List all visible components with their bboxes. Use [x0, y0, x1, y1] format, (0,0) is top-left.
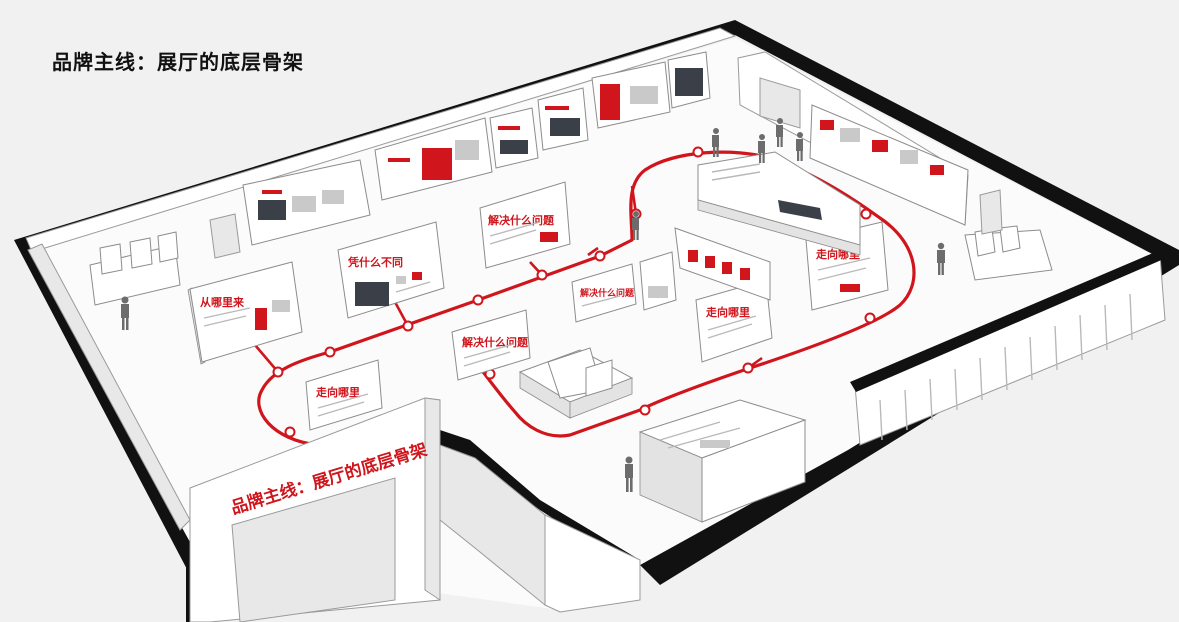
right-wall-top: [850, 250, 1166, 392]
panel-what-different-title: 凭什么不同: [347, 255, 403, 269]
route-stems: [254, 185, 763, 373]
back-wall-panel-2: [374, 117, 493, 201]
visitor-back-3: [776, 118, 783, 147]
panel-go-where-2: 走向哪里: [695, 279, 773, 363]
panel-solve-problem-3-title: 解决什么问题: [462, 335, 529, 349]
visitor-front: [625, 456, 633, 492]
front-display-table: [638, 399, 807, 523]
back-wall-panel-3: [489, 107, 539, 169]
front-inner-wall-face: [544, 514, 641, 613]
panel-solve-problem-1: 解决什么问题: [479, 181, 571, 269]
back-wall-left: [25, 27, 737, 253]
visitor-back-4: [796, 132, 803, 161]
display-counter-back: [697, 151, 861, 256]
glass-showcase: [639, 251, 677, 311]
model-platform: [518, 347, 634, 419]
panel-solve-problem-2-title: 解决什么问题: [580, 287, 635, 299]
right-lounge-seats: [964, 189, 1053, 281]
panel-solve-problem-1-title: 解决什么问题: [488, 213, 555, 227]
visitor-figures: [121, 118, 945, 492]
panel-from-where-title: 从哪里来: [200, 295, 245, 309]
panel-solve-problem-3: 解决什么问题: [451, 309, 531, 381]
visitor-left: [121, 296, 129, 330]
left-lounge-seats: [89, 213, 241, 306]
back-wall-corner-door: [759, 77, 801, 129]
page-title: 品牌主线：展厅的底层骨架: [52, 50, 304, 74]
visitor-right: [937, 242, 945, 275]
visitor-back-2: [758, 134, 765, 163]
panel-what-different: 凭什么不同: [337, 221, 445, 319]
route-nodes: [272, 146, 876, 438]
visitor-back-1: [712, 128, 719, 157]
entrance-gate: 品牌主线：展厅的底层骨架: [186, 397, 441, 622]
panel-from-where: 从哪里来: [187, 261, 303, 365]
panel-go-where-2-title: 走向哪里: [705, 305, 750, 319]
panel-solve-problem-2: 解决什么问题: [571, 263, 637, 323]
right-wall-windows: [879, 293, 1133, 441]
back-wall-panel-6: [667, 51, 711, 109]
central-partition: [674, 227, 771, 301]
back-right-display-content: [820, 120, 944, 175]
panel-go-where-1-title: 走向哪里: [315, 385, 360, 399]
visitor-center: [632, 211, 639, 240]
brand-route-line: [257, 150, 916, 447]
panel-go-where-1: 走向哪里: [305, 359, 383, 431]
back-wall-panel-5: [591, 61, 671, 129]
back-wall-panel-4: [537, 87, 589, 151]
back-wall-panel-1: [242, 159, 371, 246]
